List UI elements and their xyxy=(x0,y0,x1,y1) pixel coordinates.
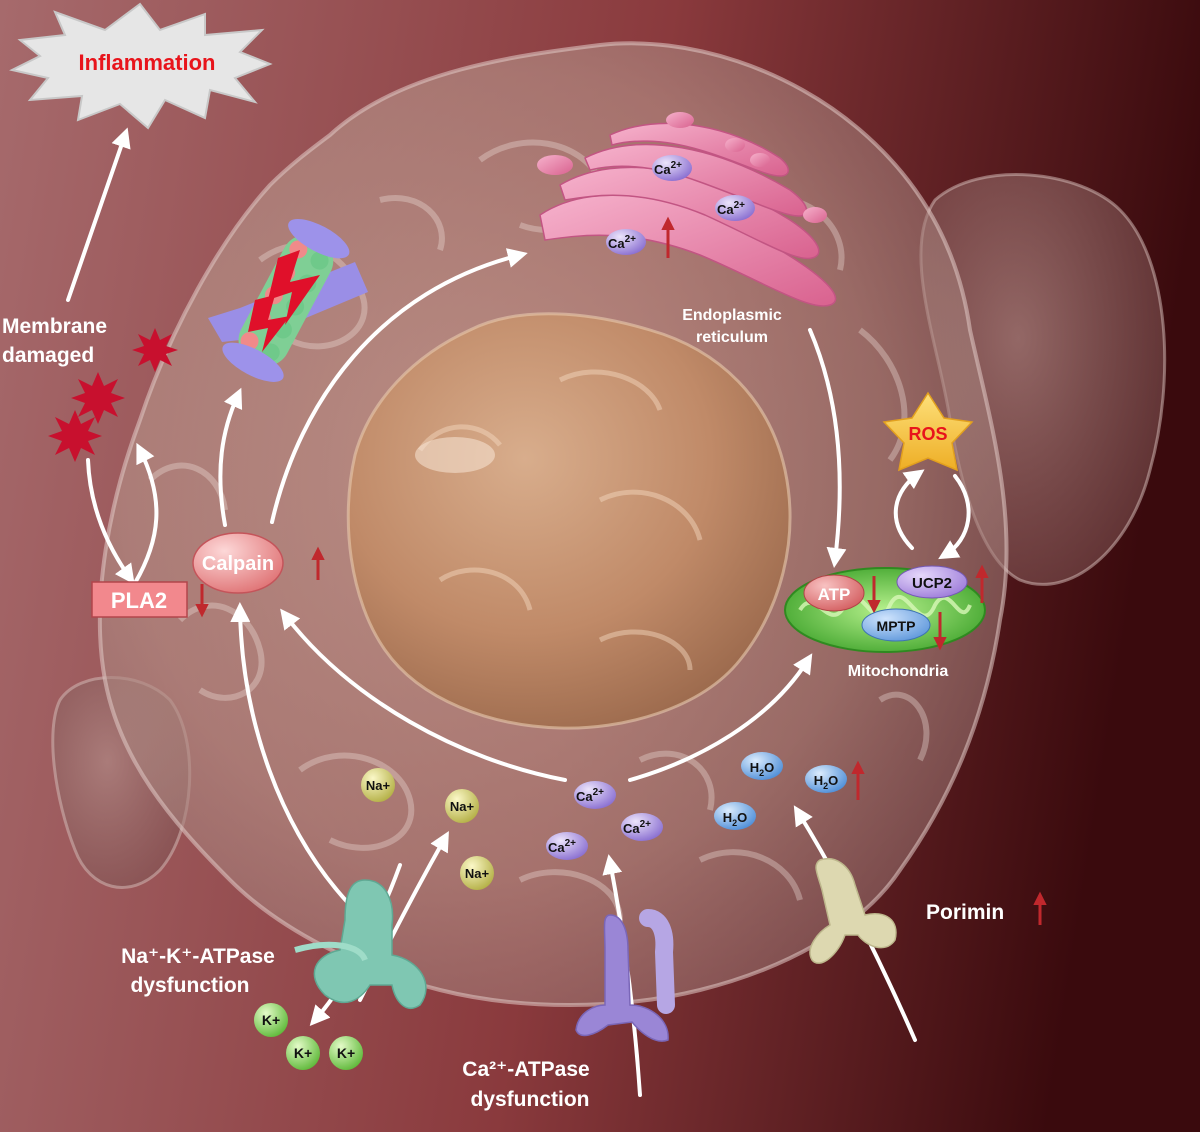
arrow-damage-to-pla2 xyxy=(86,458,135,585)
svg-text:K+: K+ xyxy=(337,1045,355,1061)
pla2-box xyxy=(91,581,188,618)
mptp-label: MPTP xyxy=(877,618,916,634)
arrow-calpain-to-er xyxy=(270,248,528,524)
svg-text:Na+: Na+ xyxy=(450,799,475,814)
mptp-node xyxy=(861,608,931,642)
k-ion-2: K+ xyxy=(286,1036,320,1070)
svg-text:Na+: Na+ xyxy=(366,778,391,793)
inflammation-burst xyxy=(9,2,273,130)
arrow-calpain-to-cytoskeleton xyxy=(218,387,243,527)
k-ion-1: K+ xyxy=(254,1003,288,1037)
ucp2-label: UCP2 xyxy=(912,575,952,592)
calpain-node xyxy=(192,532,284,594)
ros-star xyxy=(882,391,974,472)
na-ion-3: Na+ xyxy=(460,856,494,890)
membrane-damage-bursts xyxy=(48,328,178,462)
arrow-pla2-to-damage xyxy=(133,442,159,585)
cytosol-ca-ion-2: Ca2+ xyxy=(621,813,663,841)
svg-text:K+: K+ xyxy=(294,1045,312,1061)
atp-node xyxy=(803,574,865,612)
arrow-mito-to-ros xyxy=(893,469,925,550)
cytosol-ca-ion-3: Ca2+ xyxy=(546,832,588,860)
nak-atpase-line2: dysfunction xyxy=(131,974,250,997)
cytosol-ca-ion-1: Ca2+ xyxy=(574,781,616,809)
svg-text:Ca2+: Ca2+ xyxy=(717,200,745,217)
ca-atpase-line2: dysfunction xyxy=(471,1088,590,1111)
atp-label: ATP xyxy=(818,585,851,604)
arrow-ca-to-calpain xyxy=(280,608,567,782)
nak-atpase-line1: Na⁺-K⁺-ATPase xyxy=(121,945,275,968)
inflammation-label: Inflammation xyxy=(79,50,216,75)
svg-text:K+: K+ xyxy=(262,1012,280,1028)
nucleus xyxy=(346,312,792,730)
porimin-protein xyxy=(809,858,897,964)
burst-1 xyxy=(132,328,178,372)
svg-text:Ca2+: Ca2+ xyxy=(623,819,651,836)
svg-text:Na+: Na+ xyxy=(465,866,490,881)
er-ca-ion-3: Ca2+ xyxy=(606,229,646,255)
porimin-label: Porimin xyxy=(926,901,1004,924)
nucleolus-highlight xyxy=(415,437,495,473)
er-label-line1: Endoplasmic xyxy=(682,307,782,324)
burst-2 xyxy=(71,372,125,424)
h2o-molecule-2: H2O xyxy=(805,765,847,793)
mitochondria-label: Mitochondria xyxy=(848,663,949,680)
h2o-molecule-3: H2O xyxy=(714,802,756,830)
ca-atpase-line1: Ca²⁺-ATPase xyxy=(462,1058,589,1081)
membrane-damaged-line1: Membrane xyxy=(2,315,107,338)
membrane-damaged-line2: damaged xyxy=(2,344,94,367)
svg-text:Ca2+: Ca2+ xyxy=(548,838,576,855)
calpain-label: Calpain xyxy=(202,553,274,575)
na-ion-2: Na+ xyxy=(445,789,479,823)
ucp2-node xyxy=(896,565,968,599)
ros-label: ROS xyxy=(908,424,947,444)
svg-text:Ca2+: Ca2+ xyxy=(576,787,604,804)
ca-atpase-protein xyxy=(575,909,675,1042)
svg-text:Ca2+: Ca2+ xyxy=(608,234,636,251)
arrow-ca-to-mito xyxy=(628,653,813,782)
svg-text:H2O: H2O xyxy=(814,773,839,791)
nucleus-texture xyxy=(417,369,703,671)
svg-text:H2O: H2O xyxy=(750,760,775,778)
arrow-ros-to-mito xyxy=(938,474,971,560)
pla2-label: PLA2 xyxy=(111,588,167,613)
h2o-molecule-1: H2O xyxy=(741,752,783,780)
endoplasmic-reticulum xyxy=(537,112,837,307)
svg-text:Ca2+: Ca2+ xyxy=(654,160,682,177)
k-ion-3: K+ xyxy=(329,1036,363,1070)
er-ca-ion-2: Ca2+ xyxy=(715,195,755,221)
na-k-atpase-protein xyxy=(294,879,427,1009)
svg-text:H2O: H2O xyxy=(723,810,748,828)
na-ion-1: Na+ xyxy=(361,768,395,802)
arrow-er-to-mito xyxy=(808,328,847,568)
cytoskeleton-filament xyxy=(208,219,368,382)
er-label-line2: reticulum xyxy=(696,329,768,346)
arrow-nak-to-calpain xyxy=(230,602,352,907)
burst-3 xyxy=(48,410,102,462)
er-ca-ion-1: Ca2+ xyxy=(652,155,692,181)
arrow-membrane-to-inflammation xyxy=(66,127,131,302)
